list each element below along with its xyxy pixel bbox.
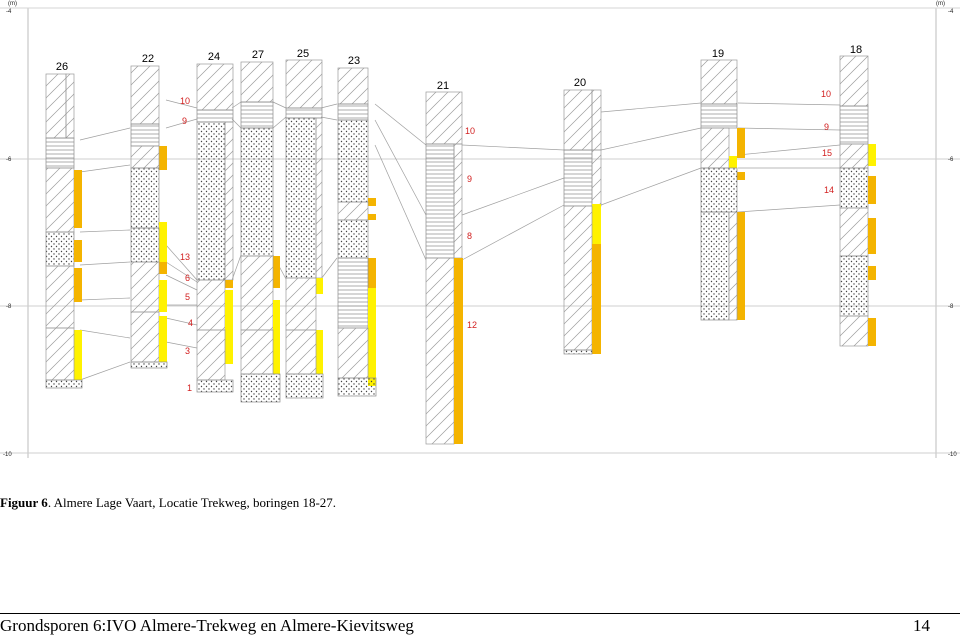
axis-tick-label: -4 [6,9,12,15]
layer-label: 9 [182,116,187,126]
boring-label: 19 [712,48,724,60]
layer-label: 9 [467,174,472,184]
boring-label: 22 [142,53,154,65]
layer-label: 13 [180,252,190,262]
axis-tick-label: -8 [948,304,954,310]
boring-26 [45,73,83,389]
boring-label: 24 [208,51,220,63]
layer-label: 14 [824,185,834,195]
footer-title: Grondsporen 6:IVO Almere-Trekweg en Alme… [0,616,414,635]
boring-27 [240,61,281,403]
layer-label: 8 [467,231,472,241]
page-footer: Grondsporen 6:IVO Almere-Trekweg en Alme… [0,616,930,636]
layer-label: 4 [188,318,193,328]
figure-caption-text: . Almere Lage Vaart, Locatie Trekweg, bo… [47,495,337,510]
boring-21 [425,91,463,445]
boring-18 [839,55,876,347]
layer-label: 5 [185,292,190,302]
boring-label: 25 [297,48,309,60]
axis-tick-label: -4 [948,9,954,15]
layer-label: 12 [467,320,477,330]
boring-label: 21 [437,80,449,92]
axis-tick-label: -6 [6,157,12,163]
layer-label: 6 [185,273,190,283]
axis-tick-label: -6 [948,157,954,163]
page-number: 14 [913,616,930,635]
layer-label: 9 [824,122,829,132]
boring-label: 26 [56,61,68,73]
axis-unit-right: (m) [936,1,945,7]
boring-label: 23 [348,55,360,67]
axis-tick-label: -10 [948,452,957,458]
boring-24 [196,63,234,393]
boring-label: 20 [574,77,586,89]
figure-label: Figuur 6 [0,495,48,510]
layer-label: 15 [822,148,832,158]
axis-unit-left: (m) [8,1,17,7]
correlation-lines [79,99,841,381]
layer-label: 3 [185,346,190,356]
boring-cross-section: (m) (m) -4 -4 -6 -6 -8 -8 -10 -10 [0,1,960,458]
footer-rule [0,613,960,614]
boring-22 [130,65,168,369]
figure-caption: Figuur 6. Almere Lage Vaart, Locatie Tre… [0,495,336,511]
layer-label: 10 [180,96,190,106]
boring-20 [563,89,602,355]
boring-25 [285,59,324,399]
layer-label: 10 [465,126,475,136]
layer-label: 10 [821,89,831,99]
boring-23 [337,67,377,397]
boring-19 [700,59,745,321]
boring-label: 18 [850,44,862,56]
axis-tick-label: -8 [6,304,12,310]
axis-tick-label: -10 [3,452,12,458]
boring-label: 27 [252,49,264,61]
layer-label: 1 [187,383,192,393]
